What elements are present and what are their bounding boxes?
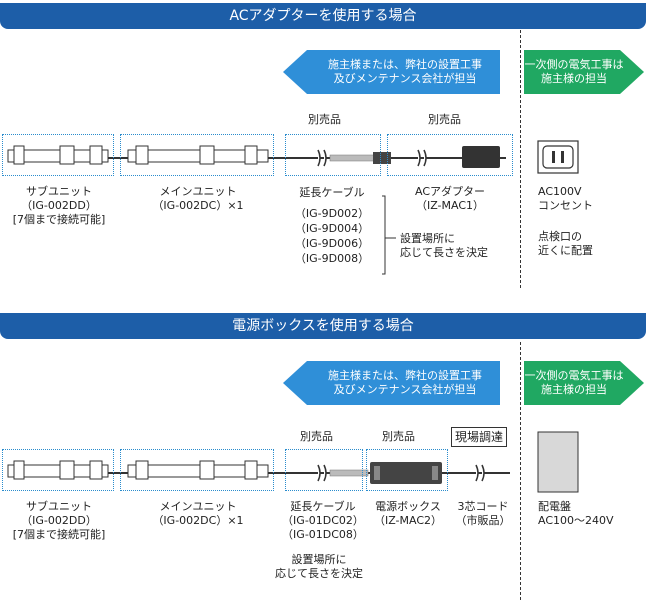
installer-arrow-1	[283, 50, 500, 94]
section2-title: 電源ボックスを使用する場合	[0, 313, 646, 339]
outlet-icon	[537, 140, 579, 174]
separate-label-3: 別売品	[300, 430, 333, 443]
section2-divider	[520, 342, 521, 600]
separate-label-4: 別売品	[382, 430, 415, 443]
ac-adapter-body	[462, 146, 500, 168]
section1-title: ACアダプターを使用する場合	[0, 3, 646, 29]
sub-unit-label-2: サブユニット （IG-002DD） [7個まで接続可能]	[12, 500, 106, 541]
cable-break-icon	[317, 149, 327, 167]
ac-adapter-box-1	[387, 134, 513, 176]
power-box-body	[370, 462, 442, 484]
main-unit-box-1	[120, 134, 274, 176]
cable-break-icon	[317, 464, 327, 482]
ext-cable-box-1	[285, 134, 381, 176]
inspection-note: 点検口の 近くに配置	[538, 230, 593, 257]
sub-unit-device	[7, 145, 109, 165]
cord-label: 3芯コード （市販品）	[455, 500, 511, 527]
ac-adapter-label-1: ACアダプター （IZ-MAC1）	[414, 185, 485, 212]
outlet-label: AC100V コンセント	[538, 185, 593, 212]
installer-label-1: 施主様または、弊社の設置工事 及びメンテナンス会社が担当	[328, 58, 482, 85]
owner-label-1: 一次側の電気工事は 施主様の担当	[524, 58, 624, 85]
sub-unit-box-1	[2, 134, 114, 176]
distribution-panel-icon	[537, 431, 579, 493]
length-note-1: 設置場所に 応じて長さを決定	[400, 232, 488, 259]
power-box-box	[366, 449, 448, 491]
main-unit-device	[127, 460, 269, 480]
owner-label-2: 一次側の電気工事は 施主様の担当	[524, 369, 624, 396]
ext-cable-body-2	[329, 469, 369, 477]
sub-unit-box-2	[2, 449, 114, 491]
length-bracket	[382, 195, 396, 275]
ext-cable-label-1: 延長ケーブル （IG-9D002） （IG-9D004） （IG-9D006） …	[294, 186, 370, 265]
separate-label-2: 別売品	[428, 113, 461, 126]
cable-break-icon	[417, 149, 427, 167]
main-unit-box-2	[120, 449, 274, 491]
owner-arrow-1	[524, 50, 644, 94]
separate-label-1: 別売品	[308, 113, 341, 126]
main-unit-device	[127, 145, 269, 165]
length-note-2: 設置場所に 応じて長さを決定	[275, 553, 363, 580]
ext-cable-connector	[373, 152, 391, 164]
sub-unit-device	[7, 460, 109, 480]
power-box-label: 電源ボックス （IZ-MAC2）	[373, 500, 443, 527]
cable-break-icon	[475, 464, 485, 482]
installer-arrow-2	[283, 361, 500, 405]
sub-unit-label-1: サブユニット （IG-002DD） [7個まで接続可能]	[12, 185, 106, 226]
main-unit-label-1: メインユニット （IG-002DC）×1	[152, 185, 244, 212]
local-procure-tag: 現場調達	[451, 427, 508, 447]
installer-label-2: 施主様または、弊社の設置工事 及びメンテナンス会社が担当	[328, 369, 482, 396]
owner-arrow-2	[524, 361, 644, 405]
ext-cable-box-2	[285, 449, 363, 491]
panel-label: 配電盤 AC100〜240V	[538, 500, 614, 527]
section1-divider	[520, 30, 521, 288]
ext-cable-label-2: 延長ケーブル （IG-01DC02） （IG-01DC08）	[282, 500, 364, 541]
main-unit-label-2: メインユニット （IG-002DC）×1	[152, 500, 244, 527]
